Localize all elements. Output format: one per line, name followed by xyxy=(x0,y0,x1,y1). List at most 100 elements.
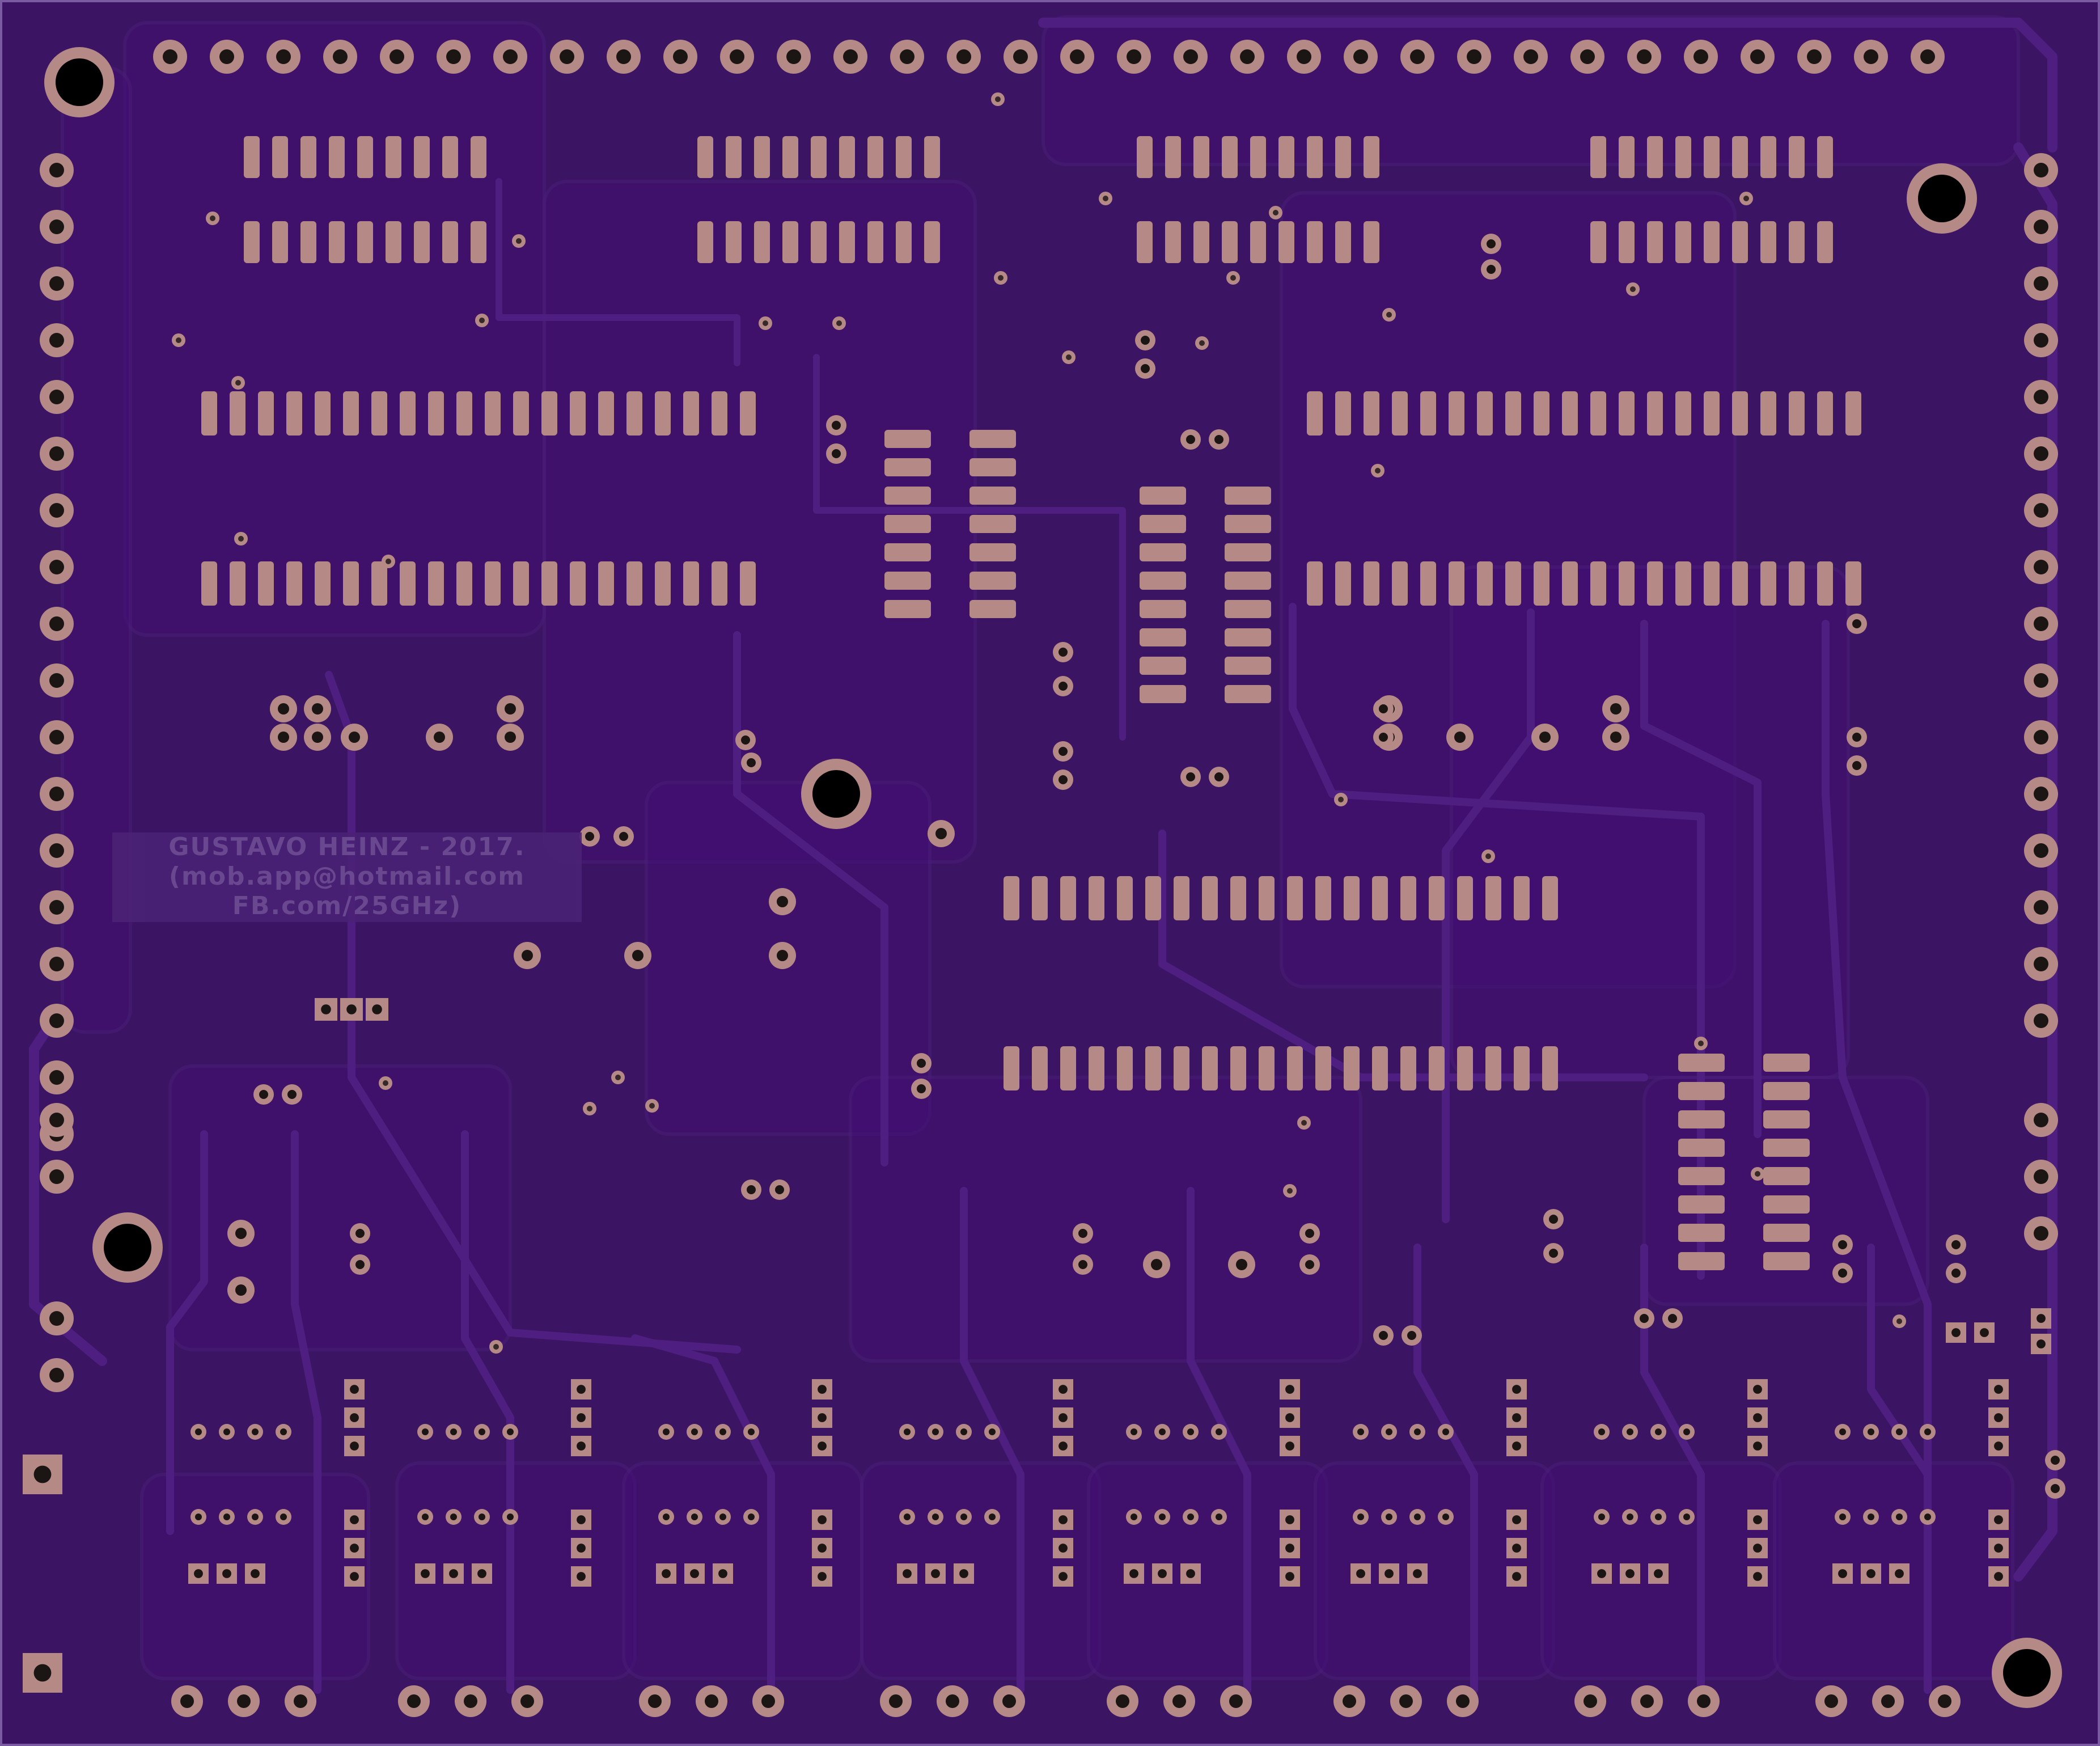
pad-drill xyxy=(662,1569,671,1578)
pad-drill xyxy=(479,1514,485,1520)
pad-drill xyxy=(1852,733,1861,742)
ic-pad xyxy=(1619,136,1635,178)
via-drill xyxy=(210,215,215,221)
pad-drill xyxy=(422,1514,429,1520)
pad-drill xyxy=(1924,1428,1931,1435)
pad-drill xyxy=(577,1385,586,1394)
pad-drill xyxy=(49,560,64,574)
pad-drill xyxy=(1951,1269,1961,1278)
pad-drill xyxy=(832,421,841,430)
ic-pad xyxy=(712,391,727,436)
ic-pad xyxy=(258,391,274,436)
pad-drill xyxy=(180,1694,194,1708)
ic-pad xyxy=(1004,1046,1019,1090)
pad-drill xyxy=(1236,1259,1247,1270)
ic-pad xyxy=(896,221,912,263)
ic-pad xyxy=(272,221,288,263)
pad-drill xyxy=(434,732,445,743)
pad-drill xyxy=(1610,703,1621,715)
pad-drill xyxy=(49,1113,64,1127)
pad-drill xyxy=(346,1004,357,1014)
pad-drill xyxy=(2034,333,2048,348)
pad-drill xyxy=(1186,435,1195,444)
ic-pad xyxy=(1760,561,1776,606)
pad-drill xyxy=(1920,49,1935,64)
via-drill xyxy=(1273,210,1278,215)
pad-drill xyxy=(312,732,323,743)
ic-pad xyxy=(1364,136,1379,178)
pad-drill xyxy=(2034,1013,2048,1028)
pad-drill xyxy=(1866,1569,1875,1578)
ic-pad xyxy=(1335,391,1351,436)
pad-drill xyxy=(2034,957,2048,971)
pad-drill xyxy=(1285,1385,1294,1394)
via-drill xyxy=(836,320,842,326)
ic-pad xyxy=(1259,876,1275,920)
ic-pad xyxy=(1457,1046,1473,1090)
ic-pad xyxy=(1193,221,1209,263)
pad-drill xyxy=(917,1059,926,1068)
ic-pad xyxy=(1140,600,1186,618)
ic-pad xyxy=(1307,391,1323,436)
ic-pad xyxy=(1060,1046,1076,1090)
ic-pad xyxy=(1140,657,1186,675)
pad-drill xyxy=(222,1569,231,1578)
pad-drill xyxy=(719,1428,726,1435)
pad-drill xyxy=(904,1514,911,1520)
pad-drill xyxy=(1693,49,1708,64)
ic-pad xyxy=(1004,876,1019,920)
ic-pad xyxy=(1315,876,1331,920)
pad-drill xyxy=(333,49,348,64)
mounting-hole-drill xyxy=(2003,1649,2051,1697)
pad-drill xyxy=(1838,1240,1847,1249)
ic-pad xyxy=(1675,561,1691,606)
pad-drill xyxy=(163,49,177,64)
pad-drill xyxy=(1379,733,1388,742)
ic-pad xyxy=(244,221,260,263)
pad-drill xyxy=(889,1694,903,1708)
pad-drill xyxy=(235,1228,247,1239)
pad-drill xyxy=(1407,1331,1416,1340)
copper-pour xyxy=(1041,15,2020,166)
ic-pad xyxy=(1250,221,1266,263)
ic-pad xyxy=(1817,136,1833,178)
pad-drill xyxy=(1467,49,1481,64)
pad-drill xyxy=(259,1090,268,1099)
pad-drill xyxy=(1864,49,1878,64)
pad-drill xyxy=(1002,1694,1016,1708)
pad-drill xyxy=(1456,1694,1470,1708)
pad-drill xyxy=(648,1694,662,1708)
pad-drill xyxy=(1512,1441,1521,1451)
pad-drill xyxy=(775,1185,784,1194)
pad-drill xyxy=(280,1428,287,1435)
pad-drill xyxy=(1597,1569,1606,1578)
pad-drill xyxy=(1216,1514,1222,1520)
ic-pad xyxy=(726,221,742,263)
pad-drill xyxy=(49,219,64,234)
pad-drill xyxy=(560,49,574,64)
ic-pad xyxy=(456,561,472,606)
ic-pad xyxy=(1344,1046,1360,1090)
pad-drill xyxy=(1896,1514,1903,1520)
ic-pad xyxy=(1590,136,1606,178)
pad-drill xyxy=(287,1090,297,1099)
pad-drill xyxy=(477,1569,486,1578)
pad-drill xyxy=(49,1169,64,1184)
pad-drill xyxy=(49,446,64,461)
pad-drill xyxy=(278,732,289,743)
pad-drill xyxy=(235,1284,247,1296)
ic-pad xyxy=(1225,572,1271,590)
pad-drill xyxy=(372,1004,382,1014)
ic-pad xyxy=(1420,391,1436,436)
pad-drill xyxy=(33,1664,52,1682)
pad-drill xyxy=(673,49,688,64)
pad-drill xyxy=(1668,1314,1677,1323)
pad-drill xyxy=(1852,619,1861,628)
via-drill xyxy=(1066,354,1072,360)
ic-pad xyxy=(1032,1046,1048,1090)
ic-pad xyxy=(513,561,529,606)
pad-drill xyxy=(1895,1569,1904,1578)
via-drill xyxy=(1896,1318,1902,1324)
